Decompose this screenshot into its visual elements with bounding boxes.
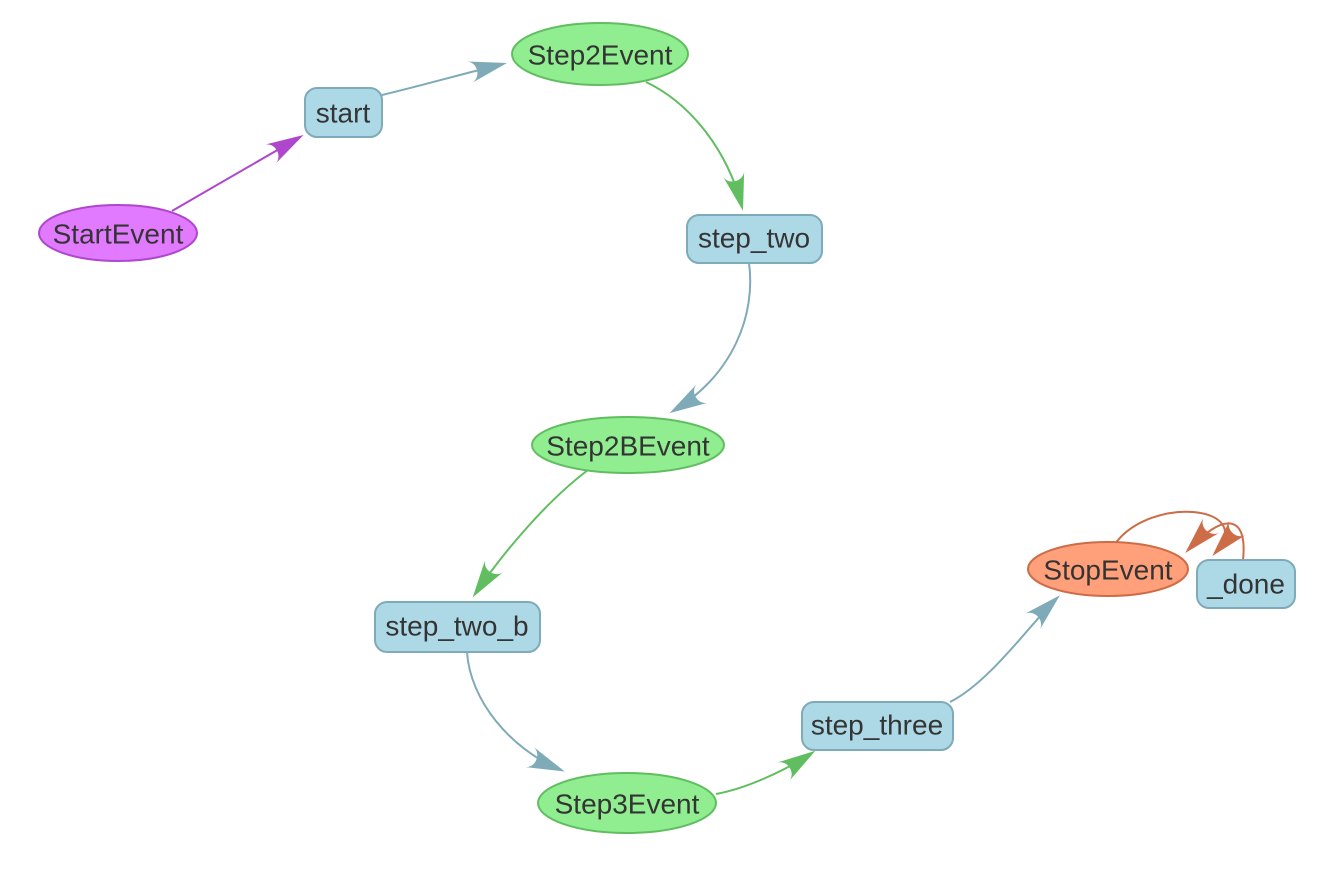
step-box xyxy=(374,601,541,653)
node-label-Step2Event: Step2Event xyxy=(528,40,673,71)
node-label-step_two: step_two xyxy=(698,223,810,254)
node-step_three[interactable]: step_three xyxy=(801,701,954,751)
node-label-StartEvent: StartEvent xyxy=(53,219,184,250)
event-ellipse xyxy=(531,416,725,474)
event-ellipse xyxy=(511,22,689,86)
edge-start-Step2Event xyxy=(381,61,507,96)
edge-StartEvent-start xyxy=(171,134,304,212)
node-label-step_two_b: step_two_b xyxy=(385,611,528,642)
step-box xyxy=(686,214,823,264)
edge-Step3Event-step_three xyxy=(715,750,816,795)
step-box xyxy=(304,87,383,138)
edge-Step2BEvent-step_two_b xyxy=(472,469,589,598)
edge-StopEvent-_done-outer xyxy=(1114,510,1246,557)
edge-StopEvent-_done-inner xyxy=(1185,518,1245,561)
node-start[interactable]: start xyxy=(304,87,383,138)
event-ellipse xyxy=(537,772,717,834)
node-step_two[interactable]: step_two xyxy=(686,214,823,264)
node-label-start: start xyxy=(316,98,371,129)
node-label-_done: _done xyxy=(1206,569,1285,600)
node-_done[interactable]: _done xyxy=(1196,559,1296,609)
edge-step_two-Step2BEvent xyxy=(669,262,752,414)
node-StartEvent[interactable]: StartEvent xyxy=(38,204,198,262)
node-label-Step2BEvent: Step2BEvent xyxy=(546,431,710,462)
nodes-layer: StartEvent start Step2Event step_two Ste… xyxy=(38,22,1296,834)
node-label-Step3Event: Step3Event xyxy=(555,789,700,820)
node-Step2BEvent[interactable]: Step2BEvent xyxy=(531,416,725,474)
step-box xyxy=(801,701,954,751)
edge-step_two_b-Step3Event xyxy=(466,651,565,772)
node-StopEvent[interactable]: StopEvent xyxy=(1027,541,1189,597)
node-step_two_b[interactable]: step_two_b xyxy=(374,601,541,653)
stop-event-ellipse xyxy=(1027,541,1189,597)
start-event-ellipse xyxy=(38,204,198,262)
node-Step2Event[interactable]: Step2Event xyxy=(511,22,689,86)
node-label-step_three: step_three xyxy=(811,710,943,741)
edge-step_three-StopEvent xyxy=(949,595,1060,703)
node-Step3Event[interactable]: Step3Event xyxy=(537,772,717,834)
node-label-StopEvent: StopEvent xyxy=(1043,555,1172,586)
step-box xyxy=(1196,559,1296,609)
edges-layer xyxy=(171,61,1246,795)
edge-Step2Event-step_two xyxy=(645,81,745,211)
